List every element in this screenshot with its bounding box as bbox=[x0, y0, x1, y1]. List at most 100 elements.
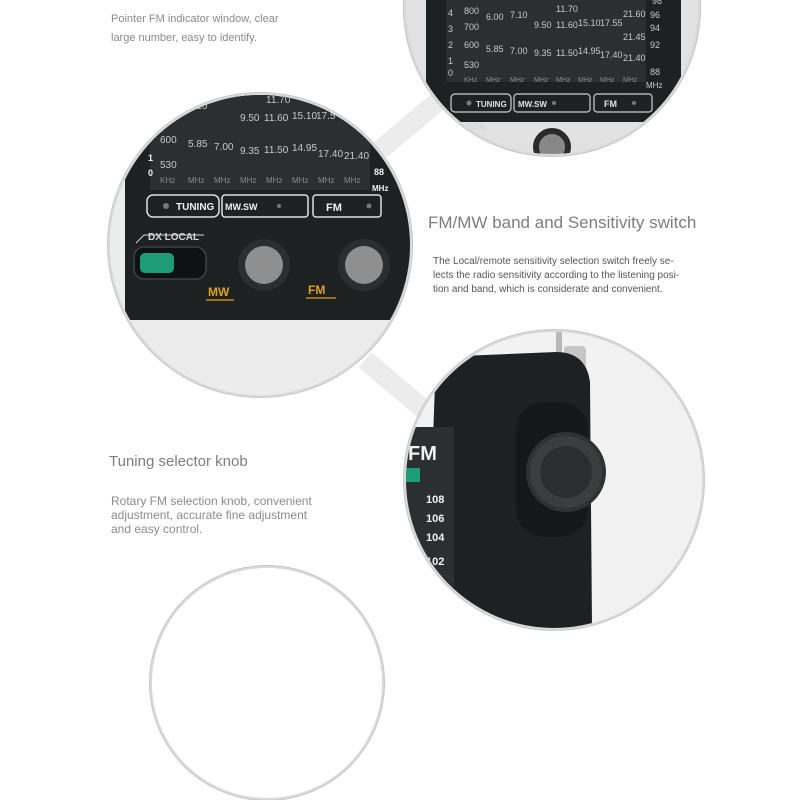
unit-khz: KHz bbox=[464, 77, 478, 84]
fm-scale-94: 94 bbox=[650, 23, 660, 33]
dx-local-slider[interactable] bbox=[140, 253, 174, 273]
dial-2140: 21.40 bbox=[623, 53, 646, 63]
dial-2160: 21.60 bbox=[623, 9, 646, 19]
side-scale-108: 108 bbox=[426, 494, 444, 506]
zoom-unit-mhz-1: MHz bbox=[188, 176, 204, 185]
dial-1495: 14.95 bbox=[578, 46, 601, 56]
unit-mhz-3: MHz bbox=[534, 77, 549, 84]
section2-desc-line2: lects the radio sensitivity according to… bbox=[433, 270, 680, 281]
zoom-1495: 14.95 bbox=[292, 143, 317, 154]
zoom-585: 5.85 bbox=[188, 139, 208, 150]
dial-700: 700 bbox=[464, 22, 479, 32]
side-scale-102: 102 bbox=[426, 556, 444, 568]
side-scale-106: 106 bbox=[426, 513, 444, 525]
dial-585: 5.85 bbox=[486, 44, 504, 54]
dial-600-mhz: 6.00 bbox=[486, 12, 504, 22]
dial-800: 800 bbox=[464, 6, 479, 16]
zoom-935: 9.35 bbox=[240, 146, 260, 157]
side-scale-104: 104 bbox=[426, 532, 445, 544]
dial-1150: 11.50 bbox=[556, 48, 578, 58]
zoom-unit-mhz-3: MHz bbox=[240, 176, 256, 185]
zoom-600: 600 bbox=[160, 135, 177, 146]
mw-knob-label: MW bbox=[208, 285, 230, 299]
unit-mhz-7: MHz bbox=[623, 77, 638, 84]
dx-local-label: DX LOCAL bbox=[148, 232, 199, 243]
fm-label-top: FM bbox=[604, 99, 617, 109]
dial-700-mhz: 7.00 bbox=[510, 46, 528, 56]
zoom-950: 9.50 bbox=[240, 113, 260, 124]
dial-1740: 17.40 bbox=[600, 50, 623, 60]
fm-knob-label: FM bbox=[308, 283, 325, 297]
dial-710: 7.10 bbox=[510, 10, 528, 20]
dial-closeup-circle: 4 3 2 1 0 800 6.00 7.10 11.70 9.50 11.60… bbox=[404, 0, 700, 156]
left-scale-1: 1 bbox=[448, 56, 453, 66]
fm-scale-92: 92 bbox=[650, 40, 660, 50]
zoom-88: 88 bbox=[374, 167, 384, 177]
unit-mhz-6: MHz bbox=[600, 77, 615, 84]
zoom-1150: 11.50 bbox=[264, 145, 289, 156]
unit-mhz-2: MHz bbox=[510, 77, 525, 84]
tuning-knob-closeup-circle: FM 108 106 104 102 bbox=[404, 330, 704, 630]
fm-button[interactable] bbox=[345, 246, 383, 284]
fm-scale-98: 98 bbox=[652, 0, 662, 6]
section1-desc-line2: large number, easy to identify. bbox=[111, 32, 257, 44]
left-scale-3: 3 bbox=[448, 24, 453, 34]
zoom-unit-mhz-2: MHz bbox=[214, 176, 230, 185]
zoom-530: 530 bbox=[160, 160, 177, 171]
zoom-unit-khz: KHz bbox=[160, 176, 175, 185]
zoom-1510: 15.10 bbox=[292, 111, 317, 122]
tuning-knob-image: FM 108 106 104 102 bbox=[406, 332, 702, 628]
zoom-unit-mhz-6: MHz bbox=[318, 176, 334, 185]
mwsw-label: MW.SW bbox=[225, 202, 258, 212]
unit-mhz-4: MHz bbox=[556, 77, 571, 84]
section3-desc-line3: and easy control. bbox=[111, 522, 203, 536]
fm-side-label: FM bbox=[408, 443, 437, 465]
unit-mhz-5: MHz bbox=[578, 77, 593, 84]
mwsw-label-top: MW.SW bbox=[518, 100, 547, 109]
dial-935: 9.35 bbox=[534, 48, 552, 58]
fm-scale-96: 96 bbox=[650, 10, 660, 20]
local-label: LOCAL bbox=[462, 123, 489, 132]
band-switch-image: 7.10 9.50 11.60 11.70 15.10 17.5 600 5.8… bbox=[110, 95, 410, 395]
dial-1755: 17.55 bbox=[600, 18, 623, 28]
band-switch-heading: FM/MW band and Sensitivity switch bbox=[428, 213, 697, 232]
zoom-700: 7.00 bbox=[214, 142, 234, 153]
zoom-1160: 11.60 bbox=[264, 113, 289, 124]
zoom-scale-1: 1 bbox=[148, 153, 153, 163]
dial-1170: 11.70 bbox=[556, 4, 578, 14]
dial-600: 600 bbox=[464, 40, 479, 50]
dial-closeup-image: 4 3 2 1 0 800 6.00 7.10 11.70 9.50 11.60… bbox=[406, 0, 698, 154]
zoom-2140: 21.40 bbox=[344, 151, 369, 162]
mw-button[interactable] bbox=[245, 246, 283, 284]
tuning-knob-description: Rotary FM selection knob, convenient adj… bbox=[111, 494, 341, 536]
zoom-710: 7.10 bbox=[188, 101, 208, 112]
zoom-1170: 11.70 bbox=[266, 95, 291, 106]
dial-1160: 11.60 bbox=[556, 20, 578, 30]
band-switch-closeup-circle: 7.10 9.50 11.60 11.70 15.10 17.5 600 5.8… bbox=[108, 93, 412, 397]
fm-scale-88: 88 bbox=[650, 67, 660, 77]
left-scale-4: 4 bbox=[448, 8, 453, 18]
dial-950: 9.50 bbox=[534, 20, 552, 30]
unit-mhz-1: MHz bbox=[486, 77, 501, 84]
section3-desc-line1: Rotary FM selection knob, convenient bbox=[111, 494, 312, 508]
zoom-mhz: MHz bbox=[372, 184, 388, 193]
zoom-unit-mhz-7: MHz bbox=[344, 176, 360, 185]
left-scale-2: 2 bbox=[448, 40, 453, 50]
tuning-label: TUNING bbox=[176, 202, 215, 213]
zoom-1740: 17.40 bbox=[318, 149, 343, 160]
zoom-unit-mhz-5: MHz bbox=[292, 176, 308, 185]
dial-530: 530 bbox=[464, 60, 479, 70]
section1-desc-line1: Pointer FM indicator window, clear bbox=[111, 13, 279, 25]
bottom-closeup-circle bbox=[150, 566, 384, 800]
mhz-label: MHz bbox=[646, 81, 662, 90]
left-scale-0: 0 bbox=[448, 68, 453, 78]
section3-desc-line2: adjustment, accurate fine adjustment bbox=[111, 508, 308, 522]
dial-1510: 15.10 bbox=[578, 18, 601, 28]
tuning-label-top: TUNING bbox=[476, 100, 507, 109]
tuning-knob-heading: Tuning selector knob bbox=[109, 453, 248, 470]
zoom-unit-mhz-4: MHz bbox=[266, 176, 282, 185]
dial-2145: 21.45 bbox=[623, 32, 646, 42]
zoom-scale-0: 0 bbox=[148, 168, 153, 178]
zoom-175: 17.5 bbox=[316, 111, 336, 122]
band-switch-description: The Local/remote sensitivity selection s… bbox=[433, 255, 733, 297]
